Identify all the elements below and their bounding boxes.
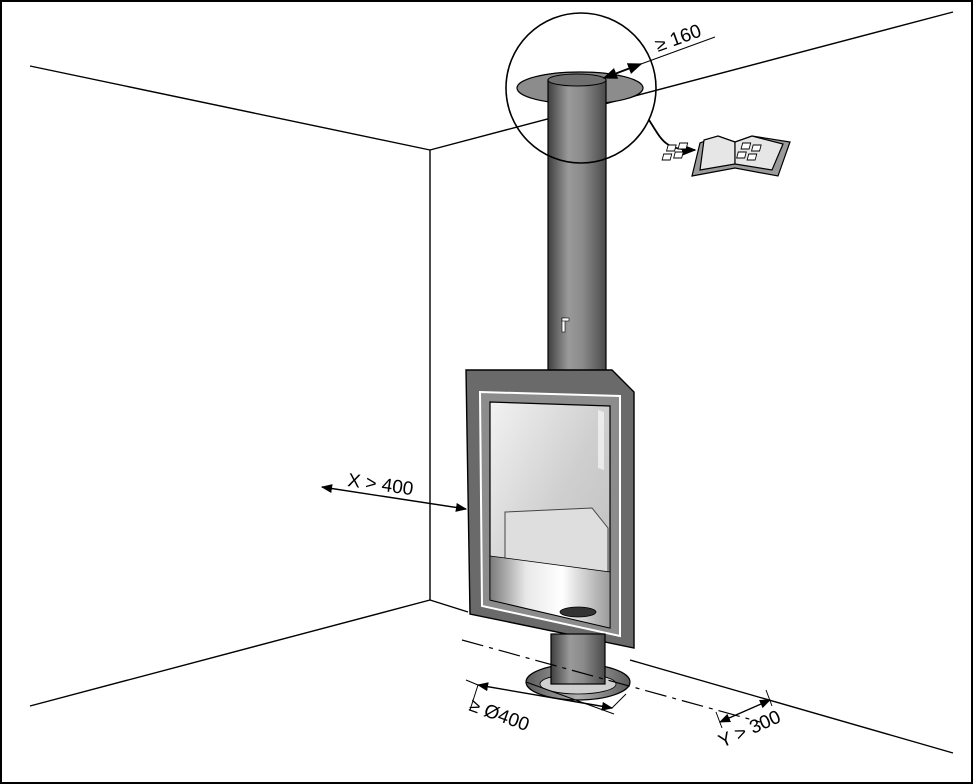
floor-left-edge bbox=[29, 599, 431, 707]
ceiling-left-edge bbox=[29, 65, 431, 151]
center-line bbox=[461, 639, 761, 723]
ceiling-clearance-dimension: ≥ 160 bbox=[602, 21, 716, 79]
stove-glass-highlight bbox=[598, 410, 604, 470]
lower-pipe bbox=[550, 633, 606, 685]
stove-firebox-back bbox=[504, 507, 609, 579]
side-wall-distance-label: X > 400 bbox=[346, 470, 414, 500]
callout-leader bbox=[648, 119, 697, 156]
back-wall-distance-label: Y > 300 bbox=[715, 707, 784, 753]
stove-grate bbox=[559, 606, 597, 618]
damper-handle-icon bbox=[561, 317, 570, 333]
side-wall-distance-dimension: X > 400 bbox=[320, 470, 468, 512]
flue-pipe bbox=[547, 79, 607, 381]
stove-body bbox=[465, 369, 635, 649]
open-book-icon bbox=[661, 135, 791, 177]
base-diameter-label: ≥ Ø400 bbox=[466, 695, 532, 736]
floor-right-edge-b bbox=[629, 659, 954, 754]
flue-pipe-top bbox=[547, 73, 607, 87]
floor-right-edge-a bbox=[429, 599, 469, 613]
back-wall-distance-dimension: Y > 300 bbox=[715, 689, 784, 753]
ceiling-clearance-label: ≥ 160 bbox=[653, 21, 705, 57]
magnifier-circle-icon bbox=[505, 12, 657, 164]
